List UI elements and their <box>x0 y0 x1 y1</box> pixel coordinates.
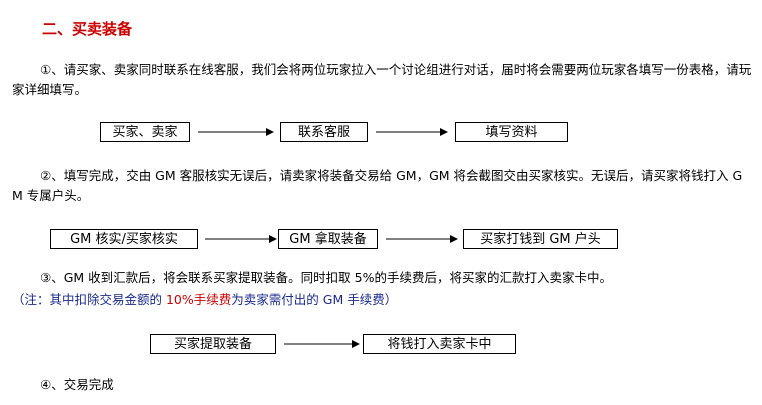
flow1-box-contact-service: 联系客服 <box>280 122 368 142</box>
flow1-arrow-1 <box>198 128 274 136</box>
step3-note-suffix: 为卖家需付出的 GM 手续费） <box>231 292 398 307</box>
step2-text: ②、填写完成，交由 GM 客服核实无误后，请卖家将装备交易给 GM，GM 将会截… <box>12 168 743 203</box>
section-title: 二、买卖装备 <box>42 20 133 38</box>
flow2-arrow-2 <box>386 235 458 243</box>
flow3-box-pay-seller: 将钱打入卖家卡中 <box>363 334 516 354</box>
flow2-box-buyer-pay-gm: 买家打钱到 GM 户头 <box>463 229 618 249</box>
step3-text: ③、GM 收到汇款后，将会联系买家提取装备。同时扣取 5%的手续费后，将买家的汇… <box>40 270 612 285</box>
flow2-arrow-1 <box>205 235 277 243</box>
flow1-box-buyer-seller: 买家、卖家 <box>100 122 190 142</box>
flow3-arrow-1 <box>284 340 360 348</box>
step3-note: （注：其中扣除交易金额的 10%手续费为卖家需付出的 GM 手续费） <box>12 290 397 310</box>
flow1-arrow-2 <box>376 128 448 136</box>
flow2-box-gm-take-item: GM 拿取装备 <box>278 229 378 249</box>
flow2-box-gm-verify: GM 核实/买家核实 <box>50 229 198 249</box>
flow3-box-buyer-pickup: 买家提取装备 <box>150 334 276 354</box>
step3-note-prefix: （注：其中扣除交易金额的 <box>12 292 166 307</box>
step4-text: ④、交易完成 <box>40 377 114 392</box>
flow1-box-fill-info: 填写资料 <box>455 122 568 142</box>
step3-note-highlight: 10%手续费 <box>165 292 232 307</box>
step1-text: ①、请买家、卖家同时联系在线客服，我们会将两位玩家拉入一个讨论组进行对话，届时将… <box>12 62 752 97</box>
